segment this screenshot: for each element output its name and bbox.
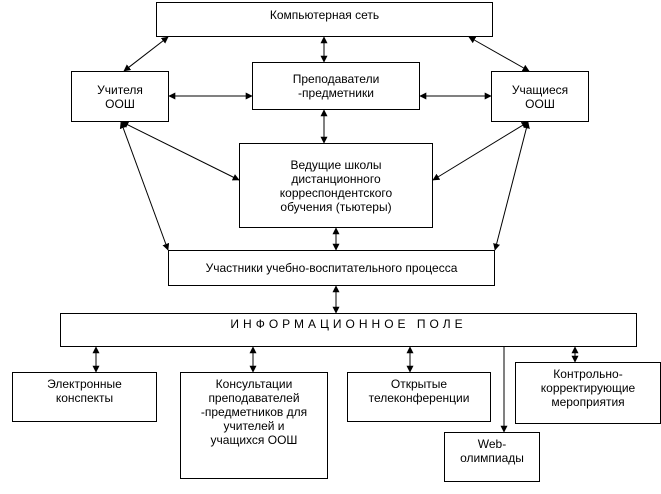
- node-tutors: Ведущие школы дистанционного корреспонде…: [239, 143, 433, 228]
- node-students: Учащиеся ООШ: [491, 71, 589, 122]
- node-web-olymp: Web- олимпиады: [444, 432, 540, 482]
- node-participants: Участники учебно-воспитательного процесс…: [168, 250, 495, 286]
- node-info-field: ИНФОРМАЦИОННОЕ ПОЛЕ: [60, 313, 637, 347]
- node-teachers: Учителя ООШ: [71, 71, 169, 122]
- edge-teachers-participants: [119, 121, 170, 251]
- node-network: Компьютерная сеть: [156, 2, 493, 37]
- edge-network-teachers: [123, 36, 169, 72]
- node-control: Контрольно- корректирующие мероприятия: [515, 362, 661, 424]
- edge-students-participants: [493, 121, 530, 251]
- node-subject-teachers: Преподаватели -предметники: [252, 62, 420, 110]
- node-consultations: Консультации преподавателей -предметнико…: [180, 372, 328, 479]
- edge-students-tutors: [432, 121, 529, 181]
- node-teleconf: Открытые телеконференции: [347, 372, 491, 422]
- edge-network-students: [468, 36, 530, 72]
- node-e-notes: Электронные конспекты: [12, 372, 157, 422]
